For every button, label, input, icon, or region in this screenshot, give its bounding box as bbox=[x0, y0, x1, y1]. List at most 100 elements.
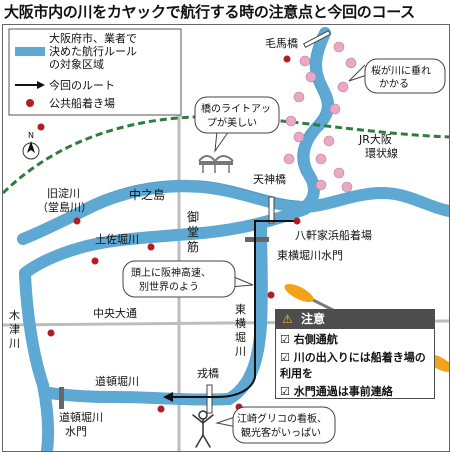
callout-glico-text-1: 江崎グリコの看板、 bbox=[237, 412, 327, 425]
callout-hanshin-text-1: 頭上に阪神高速、 bbox=[131, 266, 211, 279]
callout-sakura-text-2: かかる bbox=[379, 78, 409, 90]
cherry-blossom-icon bbox=[333, 167, 345, 179]
label-kizu-1: 木 bbox=[9, 309, 20, 322]
caution-item-text: 川の出入りには船着き場の利用を bbox=[280, 351, 426, 380]
cherry-blossom-icon bbox=[293, 91, 305, 103]
landing-dot bbox=[147, 243, 155, 251]
caution-item: ☑ 川の出入りには船着き場の利用を bbox=[276, 348, 434, 382]
label-tosabori: 土佐堀川 bbox=[95, 232, 139, 246]
label-suimon-higashi: 東横堀川水門 bbox=[277, 248, 343, 262]
kema-bridge-icon bbox=[303, 29, 331, 49]
cherry-blossom-icon bbox=[329, 103, 341, 115]
label-nakanoshima: 中之島 bbox=[129, 187, 165, 202]
label-kema-bridge: 毛馬橋 bbox=[265, 36, 298, 50]
neya-river bbox=[299, 187, 449, 217]
legend-landing-dot bbox=[26, 99, 34, 107]
label-midosuji-3: 筋 bbox=[187, 239, 199, 254]
page-title: 大阪市内の川をカヤックで航行する時の注意点と今回のコース bbox=[4, 3, 415, 21]
callout-lightup-text-2: プが美しい bbox=[207, 116, 257, 129]
landing-dot bbox=[73, 217, 81, 225]
checkbox-checked-icon: ☑ bbox=[280, 385, 290, 398]
caution-item-text: 水門通過は事前連絡 bbox=[293, 385, 393, 398]
label-suimon-dotonbori-1: 道頓堀川 bbox=[59, 410, 103, 424]
cherry-blossom-icon bbox=[345, 57, 357, 69]
caution-item: ☑ 右側通航 bbox=[276, 329, 434, 348]
legend-zone-swatch bbox=[15, 47, 45, 56]
landing-dot bbox=[293, 217, 301, 225]
cherry-blossom-icon bbox=[323, 135, 335, 147]
cherry-blossom-icon bbox=[315, 179, 327, 191]
label-ebisu-bridge: 戎橋 bbox=[197, 366, 219, 380]
callout-sakura-text-1: 桜が川に垂れ bbox=[371, 64, 431, 77]
jr-loop-line bbox=[3, 115, 449, 195]
callout-hanshin-text-2: 別世界のよう bbox=[139, 281, 199, 293]
route-line bbox=[169, 220, 299, 398]
label-chuo-odori: 中央大通 bbox=[93, 306, 137, 320]
label-midosuji-2: 堂 bbox=[187, 225, 199, 239]
cherry-blossom-icon bbox=[283, 153, 295, 165]
dotonbori-river bbox=[43, 387, 235, 406]
callout-lightup-text-1: 橋のライトアッ bbox=[201, 102, 271, 115]
legend-zone-label-2: 決めた航行ルール bbox=[49, 44, 137, 58]
dotonbori-gate-icon bbox=[59, 387, 64, 409]
landing-dot bbox=[267, 291, 275, 299]
higashi-yokobori-river bbox=[223, 219, 268, 405]
label-jr-1: JR大阪 bbox=[358, 132, 392, 146]
glico-runner-icon bbox=[192, 410, 214, 448]
legend: 大阪府市、業者で 決めた航行ルール の対象区域 今回のルート 公共船着き場 bbox=[8, 28, 182, 116]
landing-dot bbox=[91, 257, 99, 265]
legend-zone-label-3: の対象区域 bbox=[49, 57, 104, 71]
higashi-yokobori-gate-icon bbox=[245, 237, 269, 242]
callout-hanshin: 頭上に阪神高速、 別世界のよう bbox=[122, 260, 254, 298]
label-higashi-yokobori-1: 東 bbox=[235, 303, 246, 316]
cherry-blossom-icon bbox=[305, 71, 317, 83]
label-higashi-yokobori-3: 堀 bbox=[235, 331, 246, 344]
kayak-route bbox=[169, 220, 299, 398]
callout-sakura: 桜が川に垂れ かかる bbox=[348, 58, 446, 94]
legend-zone-label-1: 大阪府市、業者で bbox=[49, 31, 137, 45]
cherry-blossom-icon bbox=[293, 131, 305, 143]
label-kizu-2: 津 bbox=[9, 323, 20, 336]
legend-route-arrow-icon bbox=[37, 81, 45, 89]
rivers bbox=[17, 27, 449, 451]
legend-landing-label: 公共船着き場 bbox=[49, 96, 115, 110]
north-arrow-icon: N bbox=[22, 131, 40, 160]
caution-item-text: 右側通航 bbox=[293, 333, 338, 346]
caution-header: ⚠ 注意 bbox=[276, 310, 434, 329]
caution-item: ☑ 水門通過は事前連絡 bbox=[276, 382, 434, 400]
checkbox-checked-icon: ☑ bbox=[280, 351, 290, 364]
callout-lightup: 橋のライトアッ プが美しい bbox=[194, 96, 280, 153]
warning-triangle-icon: ⚠ bbox=[282, 312, 293, 326]
svg-text:N: N bbox=[28, 131, 34, 140]
checkbox-checked-icon: ☑ bbox=[280, 333, 290, 346]
caution-box: ⚠ 注意 ☑ 右側通航 ☑ 川の出入りには船着き場の利用を ☑ 水門通過は事前連… bbox=[275, 309, 435, 399]
cherry-blossom-icon bbox=[315, 153, 327, 165]
labels: 毛馬橋 旧淀川 （堂島川） 中之島 土佐堀川 御 堂 筋 天神橋 JR大阪 環状… bbox=[9, 36, 398, 438]
label-midosuji-1: 御 bbox=[187, 209, 199, 224]
cherry-blossom-icon bbox=[299, 55, 311, 67]
label-higashi-yokobori-4: 川 bbox=[235, 345, 246, 358]
sakura-blossoms bbox=[283, 41, 357, 193]
label-higashi-yokobori-2: 横 bbox=[235, 316, 246, 330]
legend-route-label: 今回のルート bbox=[49, 78, 115, 92]
cherry-blossom-icon bbox=[333, 41, 345, 53]
label-kizu-3: 川 bbox=[9, 337, 20, 350]
label-jr-2: 環状線 bbox=[365, 146, 398, 160]
kizu-river bbox=[19, 269, 55, 451]
label-suimon-dotonbori-2: 水門 bbox=[65, 425, 87, 438]
route-arrow-icon bbox=[163, 392, 173, 402]
label-tenma-bridge: 天神橋 bbox=[253, 172, 286, 186]
course-map: 大阪府市、業者で 決めた航行ルール の対象区域 今回のルート 公共船着き場 N bbox=[3, 27, 449, 451]
map-area: 大阪府市、業者で 決めた航行ルール の対象区域 今回のルート 公共船着き場 N bbox=[2, 24, 450, 452]
landing-dot bbox=[47, 329, 55, 337]
landing-dot bbox=[37, 123, 45, 131]
legend-frame bbox=[8, 28, 182, 116]
lightup-bridge-icon bbox=[198, 155, 234, 173]
jr-line-path bbox=[3, 115, 449, 195]
cherry-blossom-icon bbox=[285, 115, 297, 127]
label-kyu-yodo-2: （堂島川） bbox=[37, 200, 92, 214]
label-dotonbori: 道頓堀川 bbox=[95, 374, 139, 388]
tenma-bridge-icon bbox=[268, 196, 275, 224]
cherry-blossom-icon bbox=[341, 181, 353, 193]
caution-header-label: 注意 bbox=[300, 312, 325, 326]
